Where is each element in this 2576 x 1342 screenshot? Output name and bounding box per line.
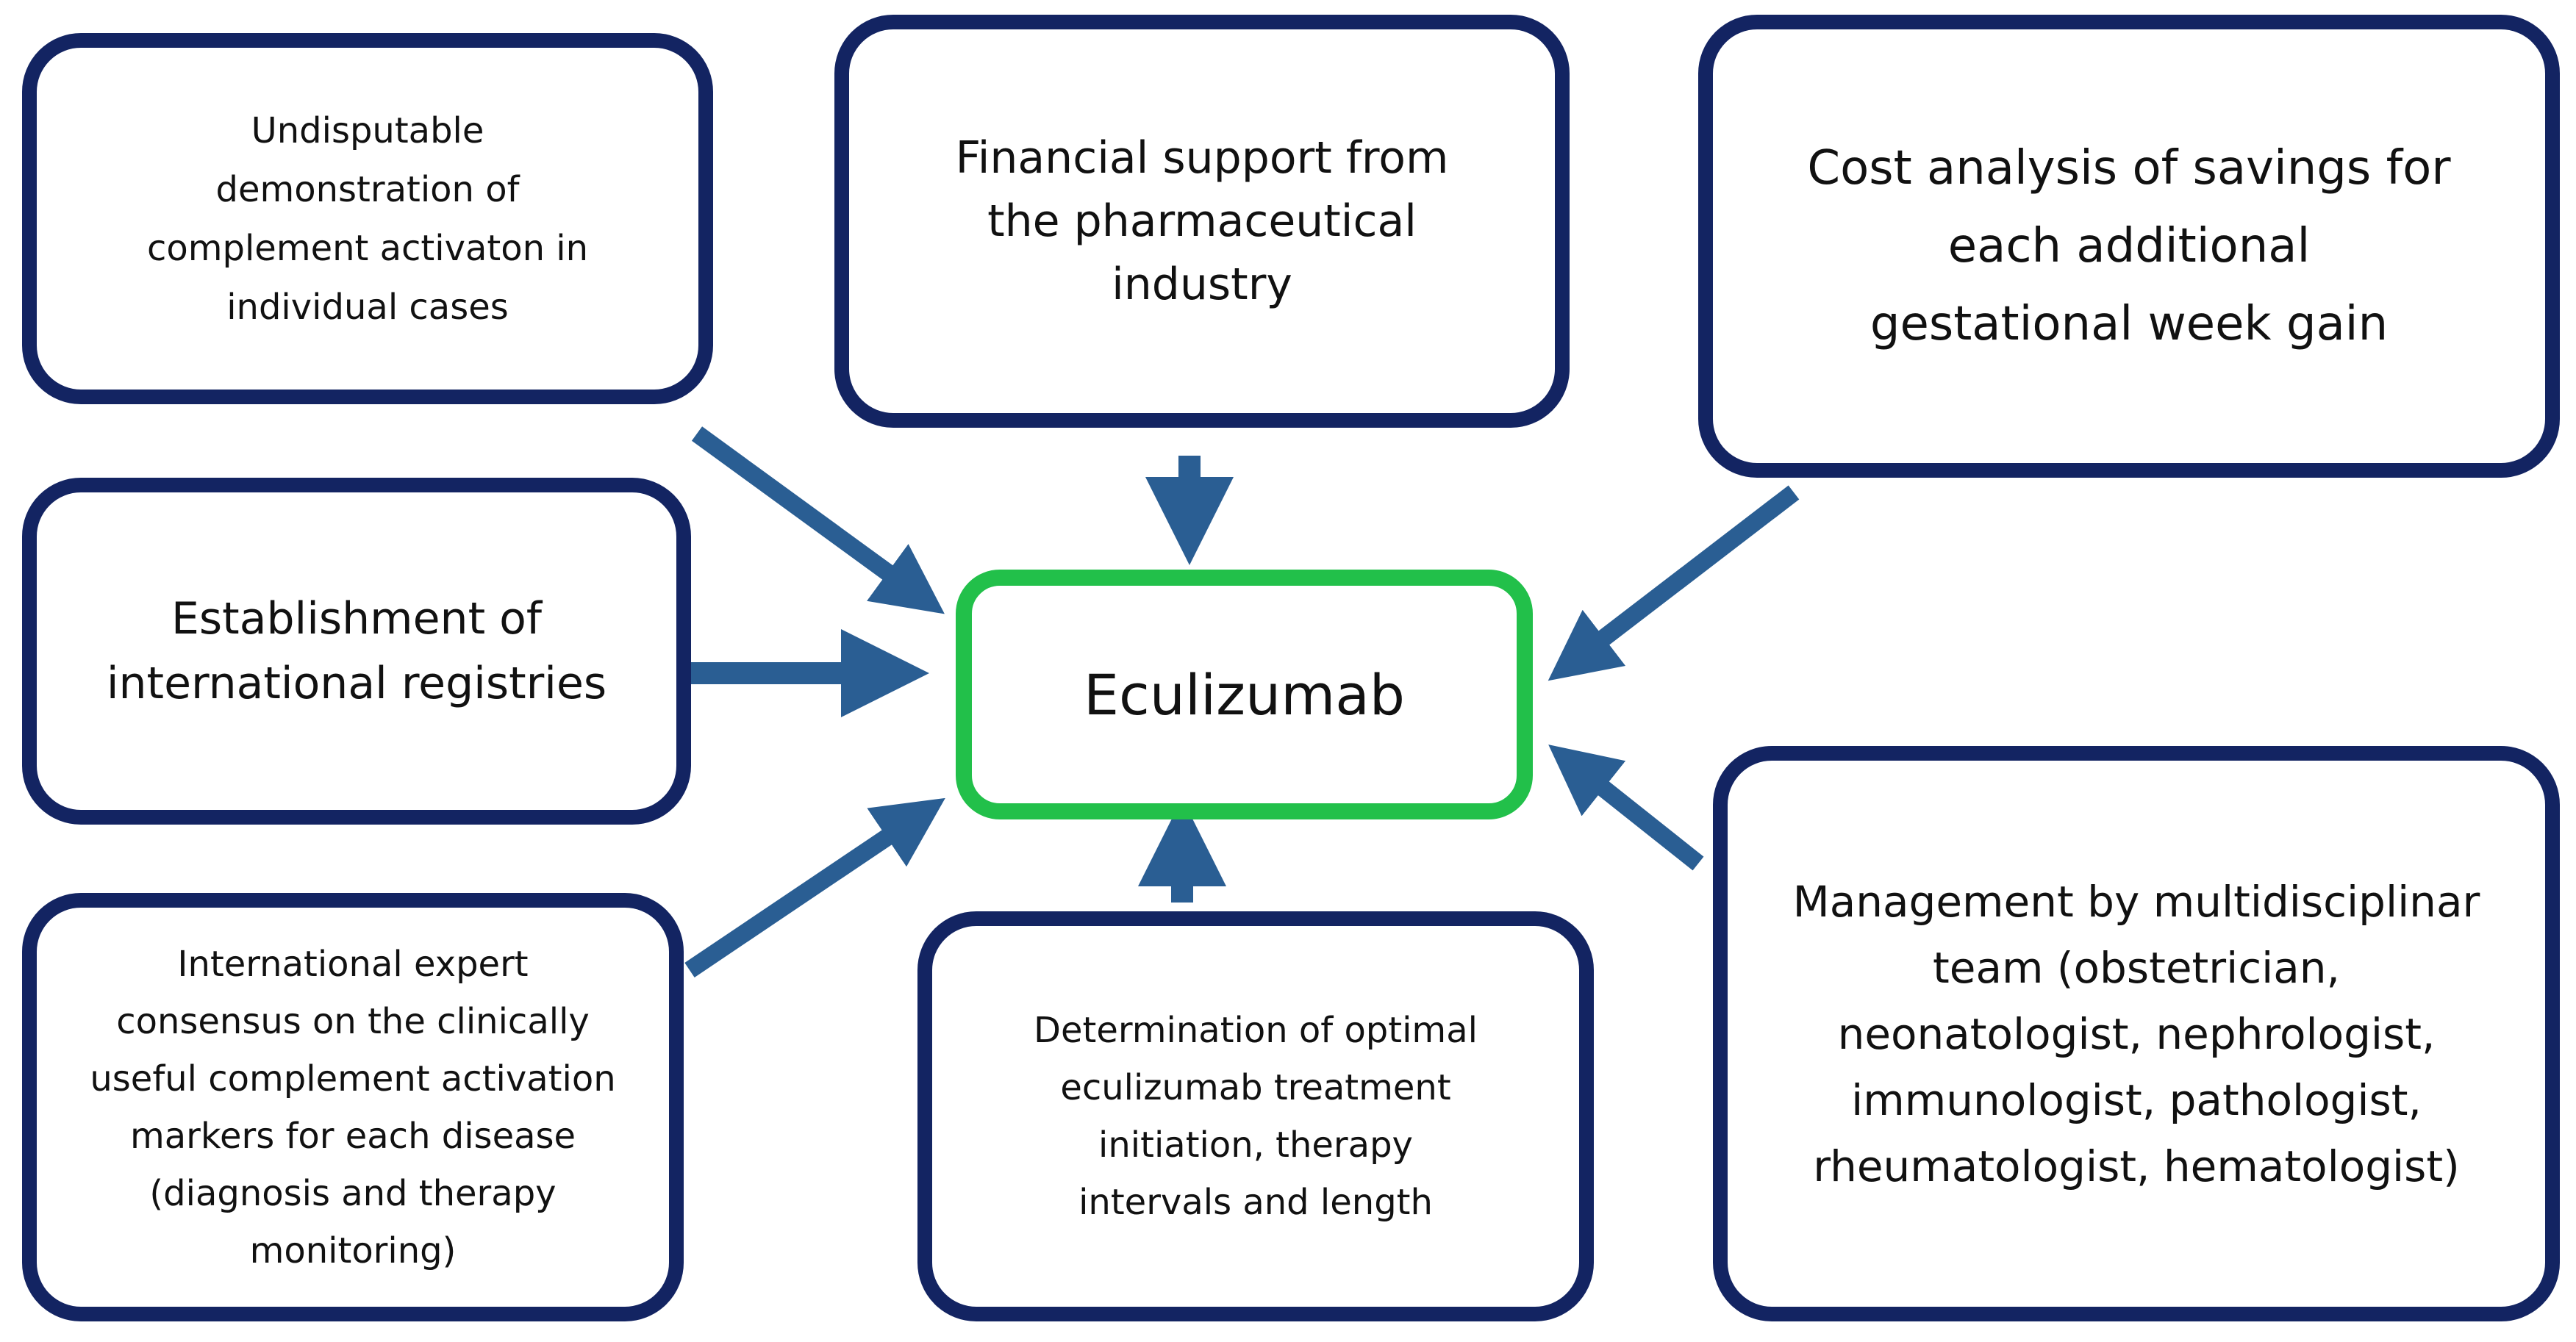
box-undisputable: Undisputable demonstration of complement… <box>22 33 713 404</box>
arrow-from-cost <box>1548 485 1800 681</box>
box-determination-text: Determination of optimal eculizumab trea… <box>1034 1010 1478 1223</box>
box-cost-text: Cost analysis of savings for each additi… <box>1807 141 2451 351</box>
box-registries: Establishment of international registrie… <box>22 478 691 825</box>
arrow-from-consensus <box>684 797 945 977</box>
box-consensus: International expert consensus on the cl… <box>22 893 684 1321</box>
center-node: Eculizumab <box>956 570 1533 819</box>
box-management-text: Management by multidisciplinar team (obs… <box>1792 876 2480 1191</box>
box-cost: Cost analysis of savings for each additi… <box>1698 15 2560 478</box>
box-determination: Determination of optimal eculizumab trea… <box>917 911 1594 1321</box>
center-node-label: Eculizumab <box>1083 661 1406 728</box>
box-management: Management by multidisciplinar team (obs… <box>1713 746 2560 1321</box>
arrow-from-undisputable <box>691 426 945 614</box>
arrow-from-management <box>1548 744 1704 871</box>
box-undisputable-text: Undisputable demonstration of complement… <box>146 110 589 328</box>
box-consensus-text: International expert consensus on the cl… <box>90 943 616 1271</box>
box-financial: Financial support from the pharmaceutica… <box>834 15 1570 428</box>
box-registries-text: Establishment of international registrie… <box>106 593 607 709</box>
box-financial-text: Financial support from the pharmaceutica… <box>955 132 1449 310</box>
